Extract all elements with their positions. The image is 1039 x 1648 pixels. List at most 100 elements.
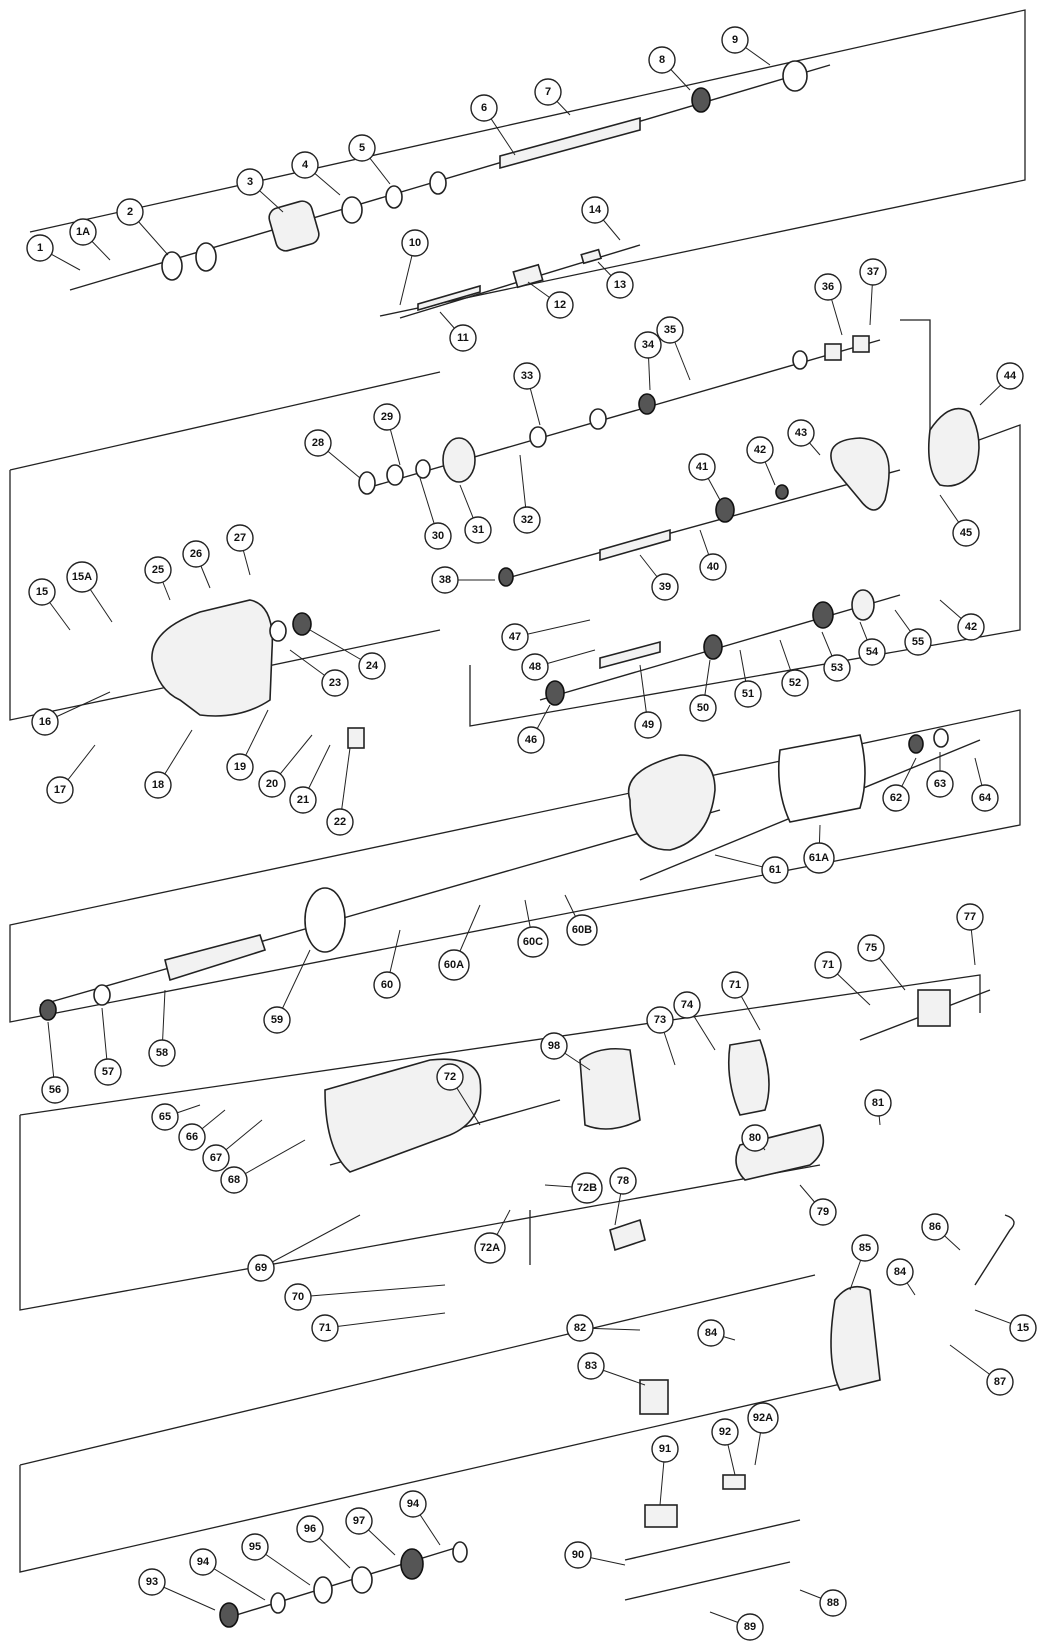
callout-77: 77 — [956, 903, 984, 931]
callout-circle — [673, 991, 701, 1019]
callout-circle — [809, 1198, 837, 1226]
callout-number: 9 — [732, 34, 738, 46]
callout-37: 37 — [859, 258, 887, 286]
callout-number: 93 — [146, 1576, 158, 1588]
callout-number: 82 — [574, 1322, 586, 1334]
callout-48: 48 — [521, 653, 549, 681]
callout-16: 16 — [31, 708, 59, 736]
callout-75: 75 — [857, 934, 885, 962]
callout-71a: 71 — [814, 951, 842, 979]
callout-94b: 94 — [399, 1490, 427, 1518]
callout-27: 27 — [226, 524, 254, 552]
callout-1: 1 — [26, 234, 54, 262]
callout-number: 80 — [749, 1132, 761, 1144]
callout-31: 31 — [464, 516, 492, 544]
callout-number: 52 — [789, 677, 801, 689]
callout-87: 87 — [986, 1368, 1014, 1396]
callout-60A: 60A — [438, 949, 470, 981]
callout-85: 85 — [851, 1234, 879, 1262]
callout-58: 58 — [148, 1039, 176, 1067]
callout-number: 92A — [753, 1412, 773, 1424]
callout-57: 57 — [94, 1058, 122, 1086]
callout-number: 66 — [186, 1131, 198, 1143]
callout-60: 60 — [373, 971, 401, 999]
callout-number: 60 — [381, 979, 393, 991]
callout-33: 33 — [513, 362, 541, 390]
part-gasket-43 — [830, 437, 890, 511]
part-bearing-57 — [93, 984, 111, 1006]
callout-circle — [304, 429, 332, 457]
callout-number: 34 — [642, 339, 655, 351]
leader-line-69 — [260, 1214, 361, 1269]
callout-number: 5 — [359, 142, 365, 154]
callout-circle — [851, 1234, 879, 1262]
part-clamp-12 — [512, 263, 544, 289]
frame-section-5 — [19, 1274, 881, 1573]
callout-7: 7 — [534, 78, 562, 106]
part-washer-96 — [351, 1566, 373, 1594]
callout-circle — [814, 273, 842, 301]
callout-circle — [971, 784, 999, 812]
callout-circle — [46, 776, 74, 804]
part-bearing-8 — [691, 87, 711, 113]
callout-72A: 72A — [474, 1232, 506, 1264]
part-pin-11 — [417, 284, 481, 312]
part-shaft-39 — [599, 528, 671, 562]
callout-80: 80 — [741, 1124, 769, 1152]
callout-number: 58 — [156, 1047, 168, 1059]
callout-number: 23 — [329, 677, 341, 689]
part-bearing-42 — [775, 484, 789, 500]
callout-number: 36 — [822, 281, 834, 293]
callout-84b: 84 — [697, 1319, 725, 1347]
callout-93: 93 — [138, 1568, 166, 1596]
callout-number: 37 — [867, 266, 879, 278]
part-bush-5b — [429, 171, 447, 195]
callout-circle — [781, 669, 809, 697]
callout-number: 77 — [964, 911, 976, 923]
callout-number: 15 — [36, 586, 48, 598]
callout-number: 47 — [509, 631, 521, 643]
callout-circle — [236, 168, 264, 196]
frame-section-1 — [29, 9, 1026, 317]
callout-4: 4 — [291, 151, 319, 179]
callout-circle — [358, 652, 386, 680]
callout-49: 49 — [634, 711, 662, 739]
part-plate-92 — [722, 1474, 746, 1490]
callout-number: 32 — [521, 514, 533, 526]
callout-14: 14 — [581, 196, 609, 224]
callout-number: 43 — [795, 427, 807, 439]
callout-circle — [858, 638, 886, 666]
callout-97: 97 — [345, 1507, 373, 1535]
callout-number: 27 — [234, 532, 246, 544]
callout-26: 26 — [182, 540, 210, 568]
callout-71b: 71 — [721, 971, 749, 999]
part-armature-58 — [164, 934, 267, 982]
part-ring-94b — [452, 1541, 468, 1563]
callout-90: 90 — [564, 1541, 592, 1569]
callout-number: 90 — [572, 1549, 584, 1561]
callout-circle — [189, 1548, 217, 1576]
callout-circle — [711, 1418, 739, 1446]
callout-circle — [373, 971, 401, 999]
callout-60B: 60B — [566, 914, 598, 946]
callout-13: 13 — [606, 271, 634, 299]
callout-circle — [721, 26, 749, 54]
callout-number: 51 — [742, 688, 754, 700]
callout-22: 22 — [326, 808, 354, 836]
callout-circle — [566, 1314, 594, 1342]
callout-circle — [747, 1402, 779, 1434]
callout-circle — [648, 46, 676, 74]
callout-number: 3 — [247, 176, 253, 188]
callout-12: 12 — [546, 291, 574, 319]
callout-number: 91 — [659, 1443, 671, 1455]
callout-42b: 42 — [957, 613, 985, 641]
callout-circle — [41, 1076, 69, 1104]
callout-92: 92 — [711, 1418, 739, 1446]
callout-number: 49 — [642, 719, 654, 731]
part-bearing-41 — [715, 497, 735, 523]
callout-59: 59 — [263, 1006, 291, 1034]
callout-98: 98 — [540, 1032, 568, 1060]
callout-number: 39 — [659, 581, 671, 593]
callout-number: 25 — [152, 564, 164, 576]
callout-number: 12 — [554, 299, 566, 311]
